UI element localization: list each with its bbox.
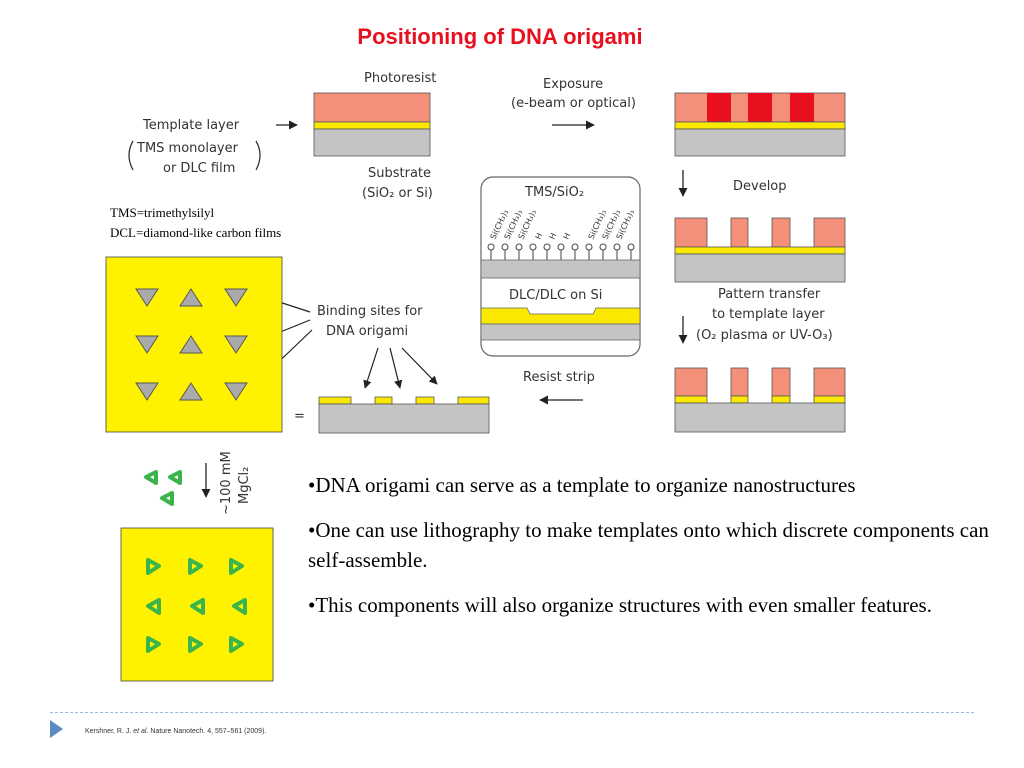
resist-block [674,367,708,397]
slide-title: Positioning of DNA origami [357,24,643,49]
footer-divider [50,712,974,713]
binding-site-triangle [224,382,248,401]
bullet-item: •One can use lithography to make templat… [308,518,989,572]
binding-site-triangle [135,288,159,307]
resist-block [771,217,791,248]
origami-triangle [229,558,244,575]
binding-site-triangle [135,382,159,401]
citation: Kershner, R. J. et al. Nature Nanotech. … [85,728,266,735]
template-layer [674,246,846,255]
bullet-item: •DNA origami can serve as a template to … [308,473,856,497]
binding-site-triangle [179,382,203,401]
template-pad [318,396,352,405]
binding-sites-label: Binding sites for [317,304,423,319]
resist-block [730,217,749,248]
origami-triangle [146,558,161,575]
origami-triangle [188,558,203,575]
molecule-label: H [562,232,573,241]
binding-arrow [401,347,438,385]
citation-authors: Kershner, R. J. [85,728,134,735]
substrate-layer [674,402,846,433]
exposure-label: Exposure [543,77,603,92]
exposure-method-label: (e-beam or optical) [511,96,636,111]
photoresist-layer [313,92,431,123]
resist-block [813,367,846,397]
binding-site-triangles [135,288,248,401]
dcl-definition: DCL=diamond-like carbon films [110,225,281,240]
exposed-region [790,93,814,122]
template-pad [674,395,708,404]
equals-sign: = [294,409,305,424]
assembled-origami-triangles [146,558,247,653]
template-pad [457,396,490,405]
resist-block [771,367,791,397]
origami-triangle [229,636,244,653]
origami-triangle [168,470,182,485]
citation-journal: Nature Nanotech. 4, 557–561 (2009). [148,728,267,735]
origami-triangle [146,598,161,615]
substrate-layer [674,253,846,283]
right-paren [255,140,261,171]
template-layer-label: Template layer [142,118,240,133]
substrate-layer [674,128,846,157]
template-pad [813,395,846,404]
si-substrate [480,323,641,341]
tms-monolayer-label: TMS monolayer [136,141,239,156]
slide-marker-icon [50,720,63,738]
dlc-film-label: or DLC film [163,161,235,176]
template-pad [374,396,393,405]
template-pad [771,395,791,404]
molecule-label: H [548,232,559,241]
origami-triangle [146,636,161,653]
resist-block [813,217,846,248]
bullet-list: •DNA origami can serve as a template to … [308,470,998,635]
pattern-transfer-label: Pattern transfer [718,287,821,302]
bullet-item: •This components will also organize stru… [308,593,932,617]
substrate-material-label: (SiO₂ or Si) [362,186,433,201]
tms-sio2-label: TMS/SiO₂ [524,185,584,200]
substrate-layer [313,128,431,157]
exposed-region [748,93,772,122]
molecule-label: H [534,232,545,241]
binding-sites-label-2: DNA origami [326,324,408,339]
binding-arrow [389,347,403,389]
develop-label: Develop [733,179,787,194]
resist-block [730,367,749,397]
pattern-transfer-label-3: (O₂ plasma or UV-O₃) [696,328,833,343]
binding-site-triangle [179,335,203,354]
dlc-on-si-label: DLC/DLC on Si [509,288,602,303]
binding-arrow [363,347,379,389]
template-pad [730,395,749,404]
lithography-diagram: Template layer TMS monolayer or DLC film… [105,71,846,682]
binding-site-triangle [224,288,248,307]
binding-site-triangle [224,335,248,354]
exposed-region [707,93,731,122]
binding-site-triangle [179,288,203,307]
binding-site-triangle [135,335,159,354]
mgcl2-label: MgCl₂ [237,467,252,504]
template-pad [415,396,435,405]
photoresist-label: Photoresist [364,71,436,86]
substrate-layer [318,403,490,434]
origami-triangle [190,598,205,615]
pattern-transfer-label-2: to template layer [712,307,825,322]
origami-triangle [188,636,203,653]
resist-block [674,217,708,248]
resist-strip-label: Resist strip [523,370,595,385]
sio2-substrate [480,259,641,279]
template-layer [313,121,431,130]
origami-triangle [144,470,158,485]
template-layer [674,121,846,130]
origami-triangle [232,598,247,615]
origami-triangle [160,491,174,506]
citation-etal: et al. [133,728,149,735]
left-paren [128,140,134,171]
free-origami-triangles [144,470,182,506]
substrate-label: Substrate [368,166,431,181]
mgcl2-concentration-label: ~100 mM [219,451,234,515]
tms-definition: TMS=trimethylsilyl [110,205,215,220]
